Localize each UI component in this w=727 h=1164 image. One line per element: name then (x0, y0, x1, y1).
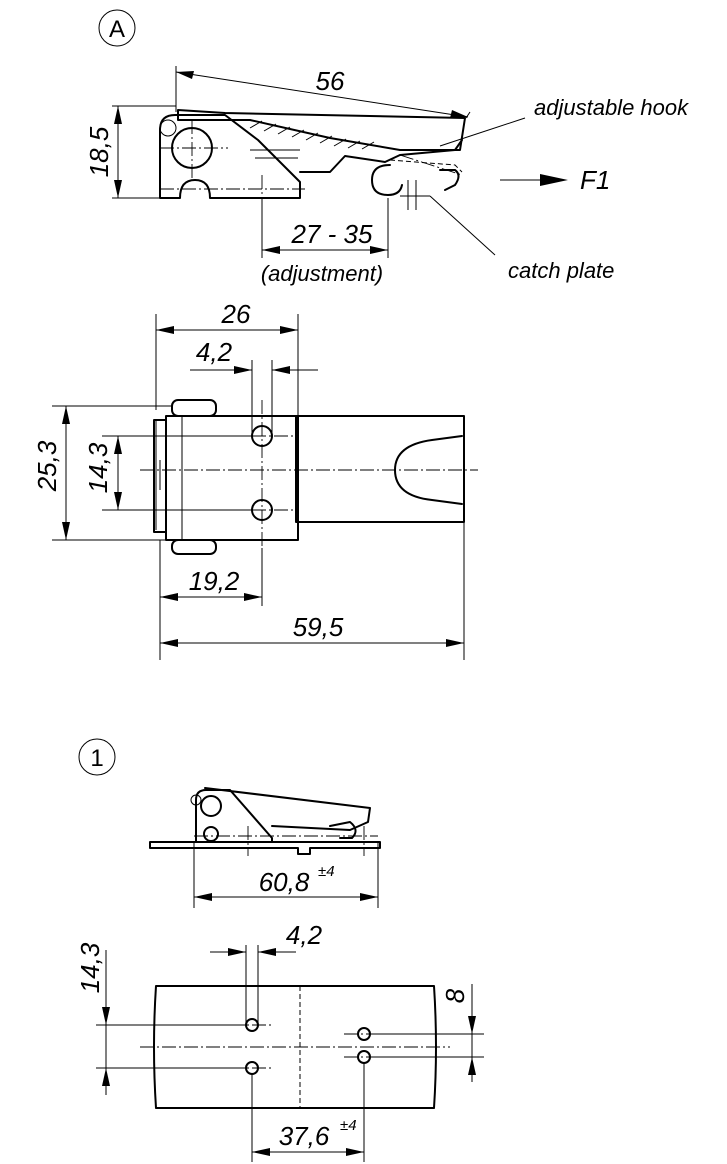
hinge-block (159, 114, 301, 199)
view-1-side: 1 60,8 ±4 (78, 738, 381, 908)
dim-37-6-tol: ±4 (340, 1117, 357, 1134)
lever-plate (295, 415, 465, 523)
mini-lever (204, 787, 371, 831)
adjustment-note: (adjustment) (261, 261, 383, 286)
view-1-plan: 4,2 14,3 8 37,6 ±4 (75, 920, 484, 1162)
label-catch-plate: catch plate (508, 258, 614, 283)
hinge-tab-bottom (171, 539, 217, 555)
hinge-edge (153, 419, 167, 533)
view-1-marker-text: 1 (90, 745, 103, 772)
dim-27-35-text: 27 - 35 (291, 219, 373, 249)
view-a-marker: A (98, 9, 136, 47)
mini-hook (329, 821, 357, 839)
catch-plate (400, 169, 460, 210)
view-1-marker: 1 (78, 738, 116, 776)
view-a-marker-text: A (109, 16, 125, 43)
dim-14-3-top-text: 14,3 (83, 442, 113, 493)
latch-body (165, 415, 299, 541)
mini-hinge-pin (200, 795, 222, 817)
dim-4-2-top-text: 4,2 (196, 337, 233, 367)
hinge-rivet (159, 119, 177, 137)
dim-37-6-text: 37,6 (279, 1121, 330, 1151)
plan-plate (153, 985, 437, 1109)
dim-56-line (175, 71, 469, 118)
mini-latch-body (195, 789, 273, 843)
dim-59-5-text: 59,5 (293, 612, 344, 642)
dim-19-2-text: 19,2 (189, 566, 240, 596)
adjustable-hook (299, 139, 463, 173)
view-top: 26 4,2 25,3 14,3 19,2 59, (32, 299, 478, 660)
dim-8-text: 8 (440, 988, 470, 1003)
dim-25-3-text: 25,3 (32, 440, 62, 492)
view-a-side: A (84, 9, 689, 286)
dim-60-8-tol: ±4 (318, 863, 335, 880)
dim-60-8-text: 60,8 (259, 867, 310, 897)
force-label: F1 (580, 165, 610, 195)
lever (177, 109, 466, 151)
hinge-tab-top (171, 399, 217, 417)
force-arrow: F1 (500, 165, 610, 195)
label-adjustable-hook: adjustable hook (534, 95, 689, 120)
dim-18-5-text: 18,5 (84, 126, 114, 177)
dim-14-3-bottom-text: 14,3 (75, 942, 105, 993)
mounting-plate (149, 841, 381, 855)
dim-4-2-bottom-text: 4,2 (286, 920, 323, 950)
lever-hatch (249, 120, 375, 150)
dim-26-text: 26 (221, 299, 251, 329)
hook-end (371, 164, 403, 196)
dim-56-text: 56 (316, 66, 345, 96)
